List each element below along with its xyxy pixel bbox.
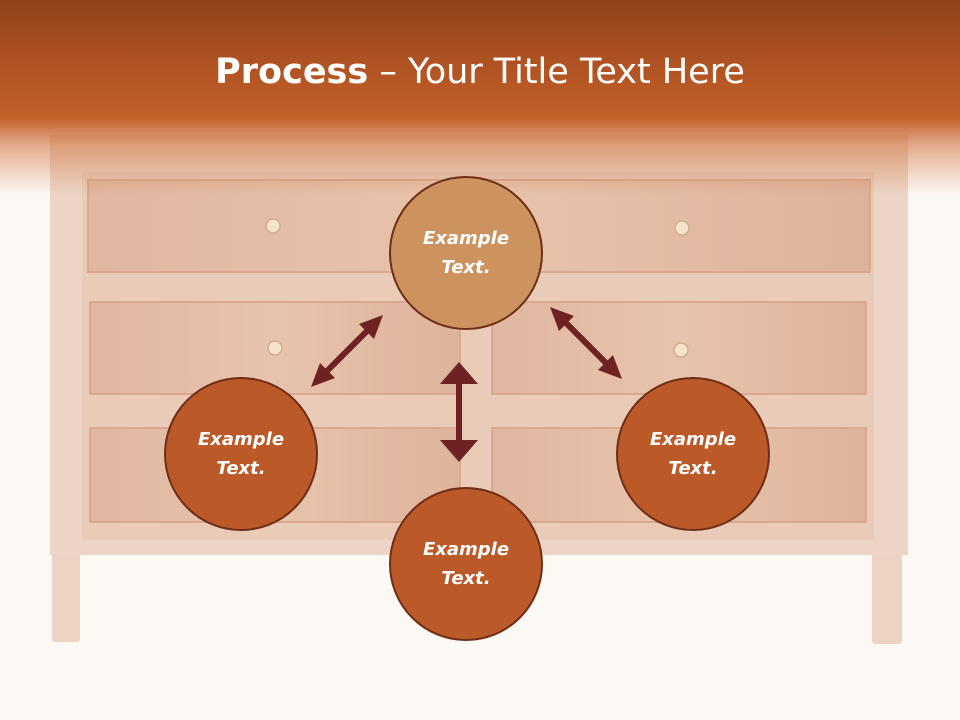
- slide-title: Process – Your Title Text Here: [0, 52, 960, 92]
- arrow-head-right-se: [598, 355, 622, 379]
- node-right-text: Example Text.: [649, 429, 737, 479]
- title-bar: [0, 0, 960, 200]
- process-node-bottom[interactable]: Example Text.: [389, 487, 543, 641]
- title-bold-word: Process: [215, 52, 369, 92]
- node-left-text: Example Text.: [197, 429, 285, 479]
- process-node-right[interactable]: Example Text.: [616, 377, 770, 531]
- arrow-head-left-ne: [359, 315, 383, 339]
- arrow-head-left-nw: [311, 363, 335, 387]
- node-top-text: Example Text.: [422, 228, 510, 278]
- node-bottom-text: Example Text.: [422, 539, 510, 589]
- arrow-head-center-up: [440, 362, 478, 384]
- process-node-top[interactable]: Example Text.: [389, 176, 543, 330]
- title-rest: – Your Title Text Here: [368, 52, 745, 92]
- process-node-left[interactable]: Example Text.: [164, 377, 318, 531]
- arrow-head-right-nw: [550, 307, 574, 331]
- arrow-head-center-down: [440, 440, 478, 462]
